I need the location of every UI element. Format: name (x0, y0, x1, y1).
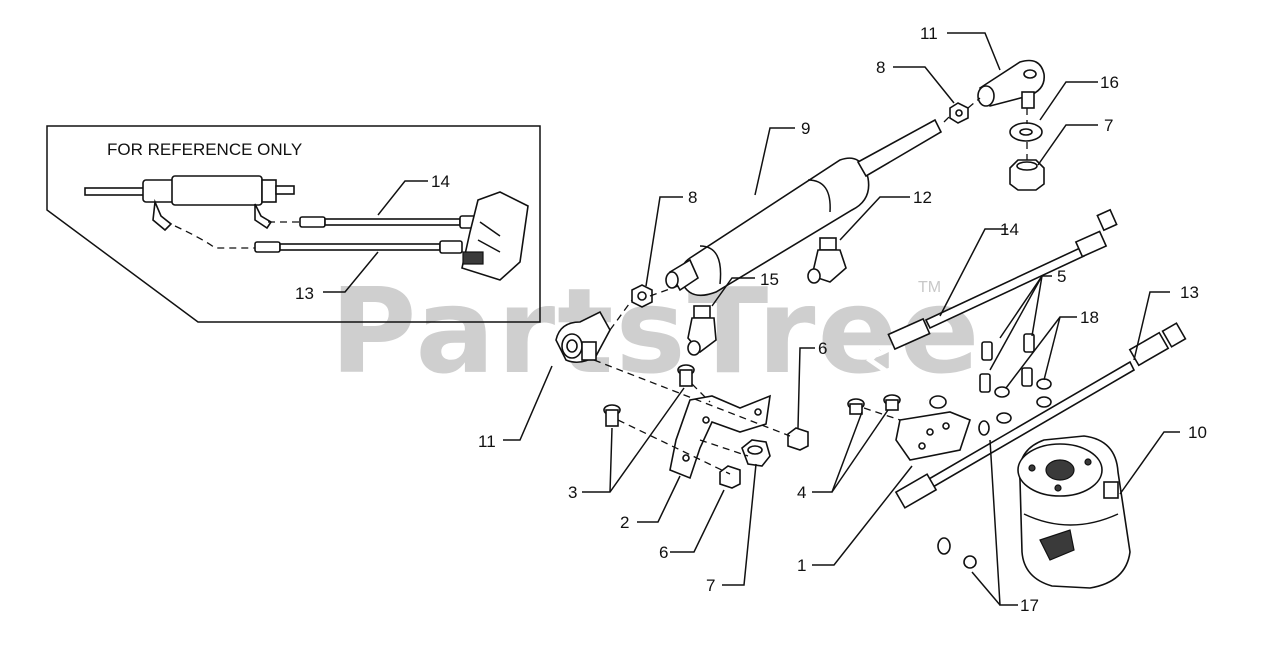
bolt-4-b (883, 394, 901, 411)
callout-14-ref: 14 (431, 172, 450, 191)
callout-7-lower: 7 (706, 576, 715, 595)
bolts-5 (979, 333, 1035, 393)
watermark-trademark: TM (918, 279, 941, 296)
reference-box: FOR REFERENCE ONLY 14 13 (46, 125, 541, 323)
nut-8-top (949, 102, 969, 124)
callout-3: 3 (568, 483, 577, 502)
callout-13-main: 13 (1180, 283, 1199, 302)
bolt-3-a (677, 364, 695, 387)
watermark: PartsTree TM (330, 262, 982, 400)
washer-16 (1009, 122, 1043, 142)
callout-15: 15 (760, 270, 779, 289)
elbow-fitting-12 (807, 237, 847, 284)
valve-plate-1 (895, 411, 971, 461)
bolt-4-a (847, 398, 865, 415)
callout-18: 18 (1080, 308, 1099, 327)
callout-10: 10 (1188, 423, 1207, 442)
nut-7-top (1009, 159, 1045, 191)
steering-unit-10 (1017, 435, 1131, 589)
callout-8-top: 8 (876, 58, 885, 77)
hydraulic-cylinder (665, 118, 943, 297)
leader-lines (503, 32, 1180, 606)
callout-9: 9 (801, 119, 810, 138)
callout-1: 1 (797, 556, 806, 575)
elbow-fitting-15 (687, 305, 717, 356)
callout-13-ref: 13 (295, 284, 314, 303)
nut-6-lower (719, 465, 741, 489)
rod-end-11-top (977, 59, 1045, 109)
callout-6-right: 6 (818, 339, 827, 358)
watermark-text: PartsTree (330, 262, 982, 400)
nut-8-left (631, 284, 653, 308)
bolt-3-b (603, 404, 621, 427)
callout-12: 12 (913, 188, 932, 207)
callout-labels: 11 8 16 7 9 8 12 15 14 5 13 18 6 11 10 3… (478, 24, 1207, 615)
callout-16: 16 (1100, 73, 1119, 92)
callout-4: 4 (797, 483, 806, 502)
callout-14-main: 14 (1000, 220, 1019, 239)
washers-18 (994, 378, 1052, 424)
o-rings-17 (963, 420, 990, 569)
callout-5: 5 (1057, 267, 1066, 286)
callout-11-top: 11 (920, 24, 938, 43)
callout-7-top: 7 (1104, 116, 1113, 135)
hose-14 (866, 208, 1118, 409)
callout-11-left: 11 (478, 432, 496, 451)
reference-title: FOR REFERENCE ONLY (107, 140, 302, 159)
nut-7-lower (741, 439, 771, 467)
hose-13 (886, 322, 1187, 555)
callout-8-left: 8 (688, 188, 697, 207)
callout-2: 2 (620, 513, 629, 532)
nut-6-right (787, 427, 809, 451)
callout-17: 17 (1020, 596, 1039, 615)
callout-6-lower: 6 (659, 543, 668, 562)
